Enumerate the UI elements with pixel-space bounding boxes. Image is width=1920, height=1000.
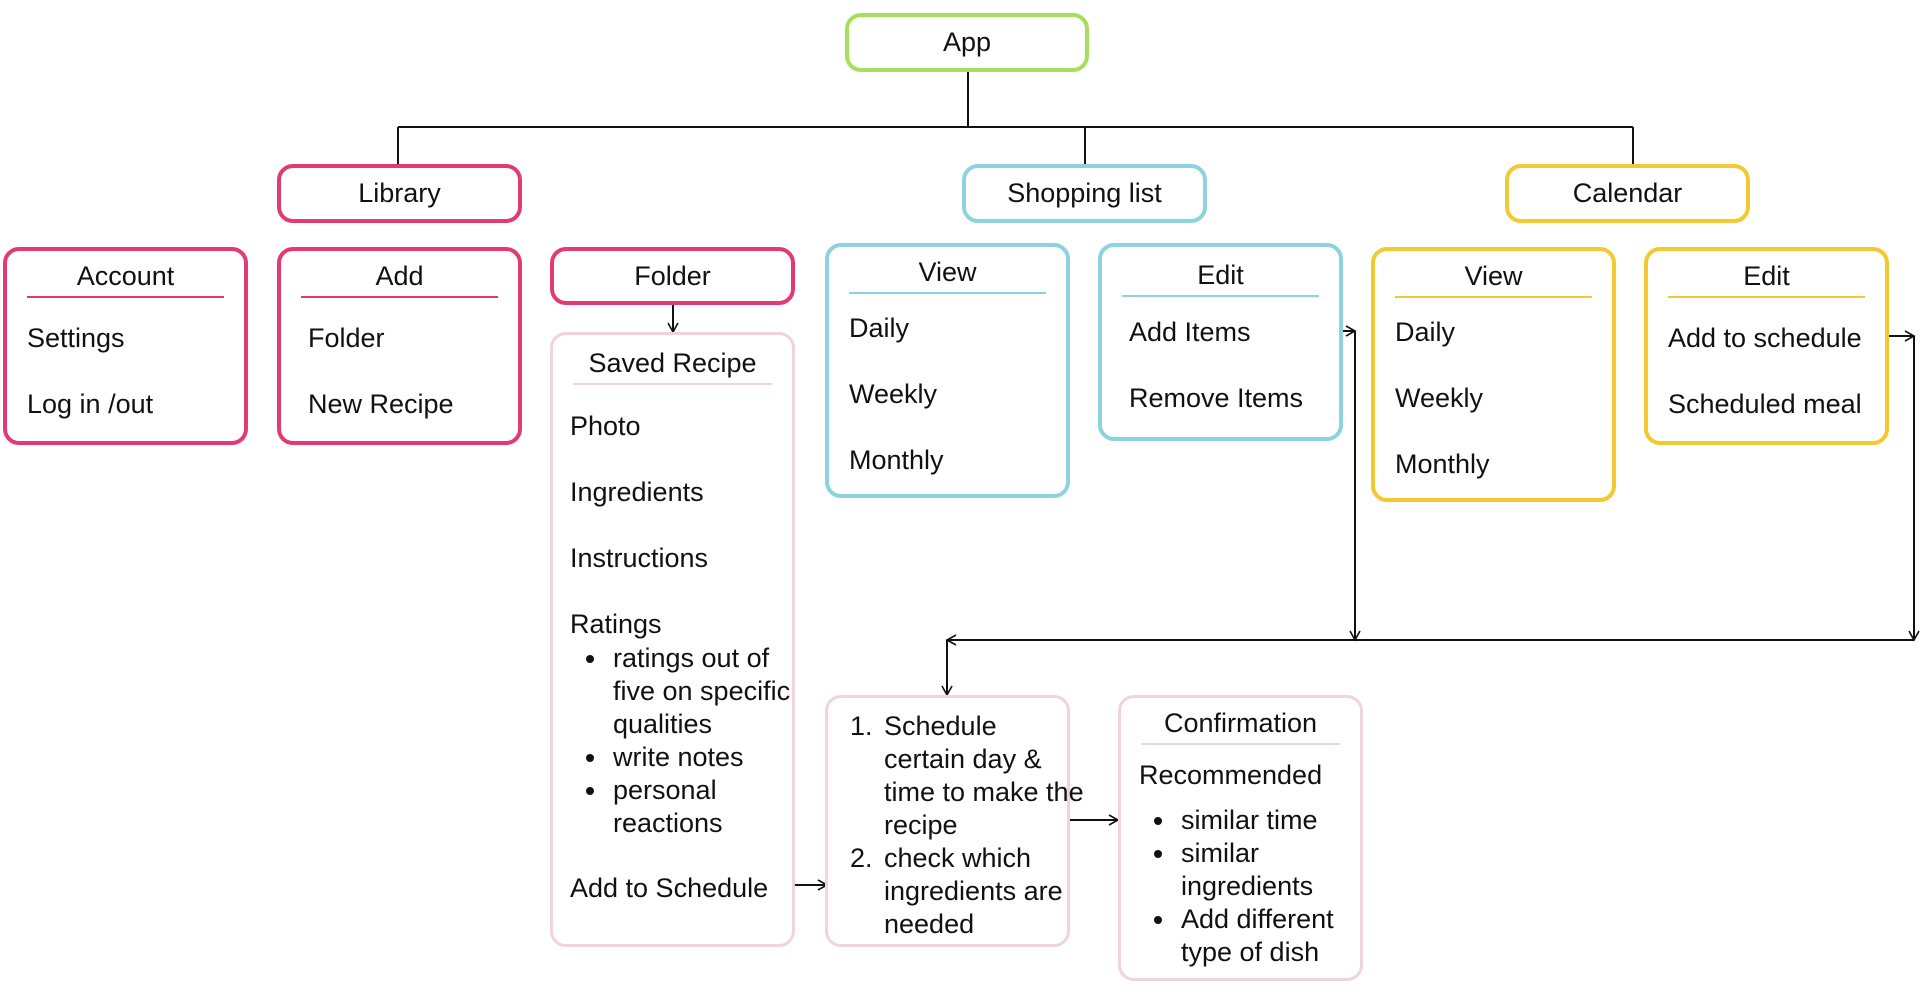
- shopping-list-node: Shopping list: [962, 164, 1207, 223]
- scheduled-meal-item: Scheduled meal: [1668, 389, 1862, 419]
- library-node: Library: [277, 164, 522, 223]
- settings-item: Settings: [27, 323, 125, 353]
- app-label: App: [942, 27, 992, 57]
- account-title: Account: [27, 261, 224, 298]
- recommended-bullet: Add different type of dish: [1177, 903, 1377, 969]
- schedule-steps-list: Schedule certain day & time to make the …: [848, 710, 1085, 941]
- add-items-item: Add Items: [1129, 317, 1251, 347]
- ratings-item: Ratings: [570, 609, 662, 639]
- shopping-list-label: Shopping list: [1007, 178, 1162, 208]
- library-label: Library: [358, 178, 441, 208]
- recommended-bullet-list: similar time similar ingredients Add dif…: [1151, 804, 1377, 969]
- remove-items-item: Remove Items: [1129, 383, 1304, 413]
- confirmation-title: Confirmation: [1141, 708, 1340, 745]
- calendar-edit-node: Edit Add to schedule Scheduled meal: [1644, 247, 1889, 445]
- calendar-monthly-item: Monthly: [1395, 449, 1490, 479]
- saved-recipe-title: Saved Recipe: [573, 348, 772, 385]
- add-to-schedule-calendar-item: Add to schedule: [1668, 323, 1862, 353]
- ratings-bullet: write notes: [609, 741, 809, 774]
- calendar-edit-title: Edit: [1668, 261, 1865, 298]
- ratings-bullet-list: ratings out of five on specific qualitie…: [583, 642, 809, 840]
- folder-label: Folder: [634, 260, 711, 291]
- schedule-steps-node: Schedule certain day & time to make the …: [825, 695, 1084, 947]
- photo-item: Photo: [570, 411, 641, 441]
- calendar-daily-item: Daily: [1395, 317, 1456, 347]
- shopping-monthly-item: Monthly: [849, 445, 944, 475]
- recommended-bullet: similar time: [1177, 804, 1377, 837]
- schedule-step: Schedule certain day & time to make the …: [880, 710, 1085, 842]
- calendar-view-node: View Daily Weekly Monthly: [1371, 247, 1616, 502]
- shopping-weekly-item: Weekly: [849, 379, 938, 409]
- add-node: Add Folder New Recipe: [277, 247, 522, 445]
- schedule-step: check which ingredients are needed: [880, 842, 1085, 941]
- recommended-heading: Recommended: [1139, 760, 1323, 790]
- shopping-view-node: View Daily Weekly Monthly: [825, 243, 1070, 498]
- add-folder-item: Folder: [308, 323, 385, 353]
- login-logout-item: Log in /out: [27, 389, 154, 419]
- shopping-view-title: View: [849, 257, 1046, 294]
- shopping-daily-item: Daily: [849, 313, 910, 343]
- confirmation-node: Confirmation Recommended similar time si…: [1118, 695, 1363, 981]
- shopping-edit-title: Edit: [1122, 260, 1319, 297]
- calendar-weekly-item: Weekly: [1395, 383, 1484, 413]
- calendar-view-title: View: [1395, 261, 1592, 298]
- new-recipe-item: New Recipe: [308, 389, 454, 419]
- ratings-bullet: personal reactions: [609, 774, 809, 840]
- add-title: Add: [301, 261, 498, 298]
- add-to-schedule-item: Add to Schedule: [570, 873, 769, 903]
- saved-recipe-node: Saved Recipe Photo Ingredients Instructi…: [550, 332, 795, 947]
- calendar-label: Calendar: [1572, 178, 1683, 208]
- account-node: Account Settings Log in /out: [3, 247, 248, 445]
- shopping-edit-node: Edit Add Items Remove Items: [1098, 243, 1343, 441]
- instructions-item: Instructions: [570, 543, 709, 573]
- folder-node: Folder: [550, 247, 795, 305]
- ratings-bullet: ratings out of five on specific qualitie…: [609, 642, 809, 741]
- app-node: App: [845, 13, 1089, 72]
- calendar-node: Calendar: [1505, 164, 1750, 223]
- recommended-bullet: similar ingredients: [1177, 837, 1377, 903]
- ingredients-item: Ingredients: [570, 477, 704, 507]
